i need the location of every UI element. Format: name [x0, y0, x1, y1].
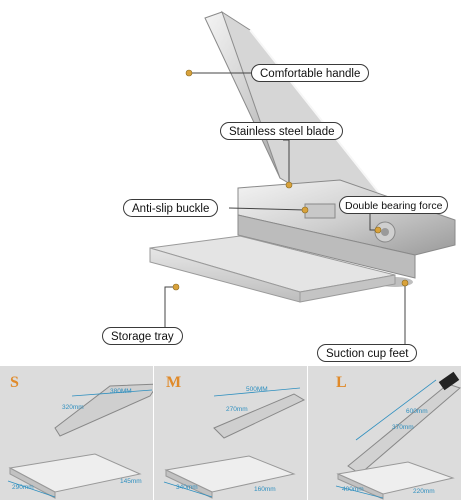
blade-marker-dot	[285, 181, 293, 189]
slicer-illustration	[149, 10, 456, 354]
size-letter-l: L	[336, 374, 347, 391]
size-l-base-width: 220mm	[413, 488, 435, 495]
size-m-illustration	[163, 387, 306, 499]
size-l-inner-length: 370mm	[392, 424, 414, 431]
size-s-base-width: 145mm	[120, 478, 142, 485]
size-s-blade-length: 380MM	[110, 388, 132, 395]
size-l-blade-length: 600mm	[406, 408, 428, 415]
tray-marker-dot	[172, 283, 180, 291]
feet-marker-dot	[401, 279, 409, 287]
size-m-blade-length: 500MM	[246, 386, 268, 393]
size-panel-l: L 600mm 370mm 400mm 220mm	[308, 366, 461, 500]
size-m-inner-length: 270mm	[226, 406, 248, 413]
size-m-base-length: 340mm	[176, 484, 198, 491]
size-m-base-width: 160mm	[254, 486, 276, 493]
size-letter-s: S	[10, 374, 19, 391]
size-panel-m: M 500MM 270mm 340mm 160mm	[154, 366, 307, 500]
size-letter-m: M	[166, 374, 182, 391]
size-l-base-length: 400mm	[342, 486, 364, 493]
callout-suction-cup-feet: Suction cup feet	[317, 344, 418, 362]
callout-storage-tray: Storage tray	[102, 327, 183, 345]
callout-comfortable-handle: Comfortable handle	[251, 64, 370, 82]
size-l-illustration	[335, 371, 461, 500]
storage-tray-shape	[149, 235, 396, 303]
callout-double-bearing-force: Double bearing force	[339, 196, 449, 214]
bearing-marker-dot	[374, 226, 382, 234]
callout-anti-slip-buckle: Anti-slip buckle	[123, 199, 219, 217]
size-s-inner-length: 320mm	[62, 404, 84, 411]
handle-marker-dot	[185, 69, 193, 77]
size-s-illustration	[7, 383, 153, 499]
size-panel-s: S 380MM 320mm 290mm 145mm	[0, 366, 153, 500]
buckle-marker-dot	[301, 206, 309, 214]
callout-stainless-steel-blade: Stainless steel blade	[220, 122, 344, 140]
size-s-base-length: 290mm	[12, 484, 34, 491]
